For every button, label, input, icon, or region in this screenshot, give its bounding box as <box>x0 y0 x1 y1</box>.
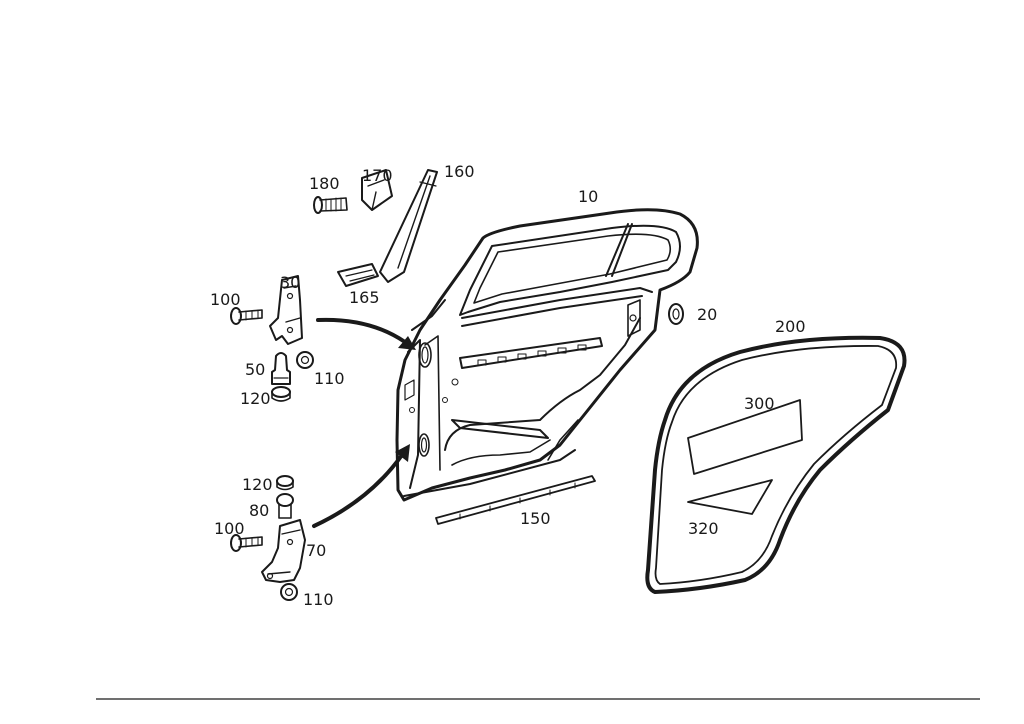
arrow-upper <box>316 317 416 350</box>
hinge-bolt-upper <box>230 307 263 325</box>
hinge-pin-upper <box>271 352 291 385</box>
label-upper-hinge: 30 <box>280 273 300 292</box>
label-hinge-pin-lower: 80 <box>249 501 269 520</box>
label-bushing-upper: 120 <box>240 389 271 408</box>
pad-small <box>687 479 773 515</box>
upper-hinge <box>269 275 303 345</box>
door-seal <box>645 335 907 594</box>
label-trim-piece: 165 <box>349 288 380 307</box>
label-nut-lower: 110 <box>303 590 334 609</box>
grommet <box>668 303 684 325</box>
label-pad-large: 300 <box>744 394 775 413</box>
arrow-lower <box>312 444 410 528</box>
trim-piece <box>337 263 379 287</box>
bushing-lower <box>276 475 294 491</box>
nut-lower <box>280 583 298 601</box>
part-labels: 10 20 30 50 70 80 100 100 110 110 120 12… <box>210 162 806 609</box>
label-sill-strip: 150 <box>520 509 551 528</box>
label-bushing-lower: 120 <box>242 475 273 494</box>
bushing-upper <box>271 386 291 402</box>
clip <box>361 169 393 211</box>
lower-hinge <box>261 519 306 583</box>
label-clip: 170 <box>362 166 393 185</box>
label-window-trim: 160 <box>444 162 475 181</box>
pad-large <box>687 399 803 475</box>
screw <box>313 196 348 214</box>
label-screw: 180 <box>309 174 340 193</box>
label-hinge-bolt-upper: 100 <box>210 290 241 309</box>
label-grommet: 20 <box>697 305 717 324</box>
impact-bar-holes <box>477 344 587 366</box>
door-shell <box>395 208 699 502</box>
label-nut-upper: 110 <box>314 369 345 388</box>
label-lower-hinge: 70 <box>306 541 326 560</box>
window-trim <box>379 169 438 283</box>
label-hinge-pin-upper: 50 <box>245 360 265 379</box>
nut-upper <box>296 351 314 369</box>
sill-strip <box>435 475 596 525</box>
label-hinge-bolt-lower: 100 <box>214 519 245 538</box>
label-door-seal: 200 <box>775 317 806 336</box>
label-pad-small: 320 <box>688 519 719 538</box>
hinge-bolt-lower <box>230 534 263 552</box>
label-door-shell: 10 <box>578 187 598 206</box>
hinge-pin-lower <box>276 493 294 519</box>
